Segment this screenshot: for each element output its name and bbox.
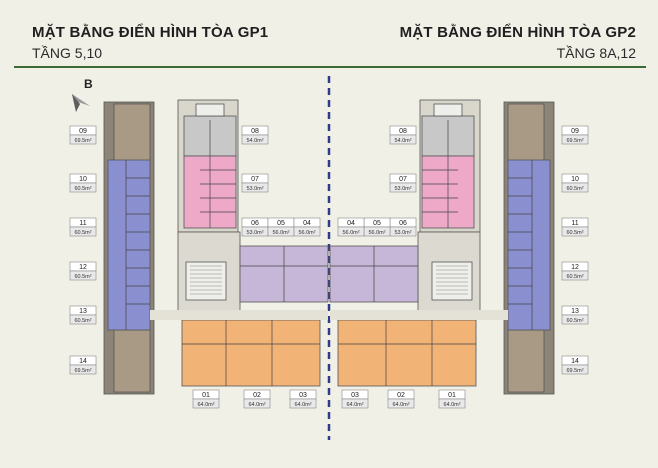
unit-area: 64.0m² xyxy=(248,402,265,408)
gp1-building xyxy=(103,99,329,395)
unit-tag-gp1-10: 10 60.5m² xyxy=(69,173,97,193)
unit-area: 60.5m² xyxy=(74,230,91,236)
unit-area: 53.0m² xyxy=(394,186,411,192)
unit-area: 60.5m² xyxy=(566,230,583,236)
unit-area: 53.0m² xyxy=(246,186,263,192)
header-divider xyxy=(14,66,646,68)
unit-code: 10 xyxy=(79,176,87,183)
unit-area: 60.5m² xyxy=(74,186,91,192)
unit-tag-gp1-12: 12 60.5m² xyxy=(69,261,97,281)
unit-code: 12 xyxy=(79,264,87,271)
unit-tag-gp2-02: 02 64.0m² xyxy=(387,389,415,409)
unit-area: 60.5m² xyxy=(566,274,583,280)
unit-code: 09 xyxy=(571,128,579,135)
unit-code: 02 xyxy=(397,392,405,399)
unit-tag-gp1-11: 11 60.5m² xyxy=(69,217,97,237)
unit-area: 56.0m² xyxy=(298,230,315,236)
unit-area: 60.5m² xyxy=(74,274,91,280)
unit-area: 60.5m² xyxy=(566,318,583,324)
compass-icon xyxy=(72,94,90,112)
unit-tag-gp2-10: 10 60.5m² xyxy=(561,173,589,193)
unit-code: 01 xyxy=(202,392,210,399)
unit-tag-gp1-06: 06 53.0m² xyxy=(241,217,269,237)
unit-area: 56.0m² xyxy=(342,230,359,236)
unit-area: 56.0m² xyxy=(368,230,385,236)
unit-tag-gp1-08: 08 54.0m² xyxy=(241,125,269,145)
gp2-floors: TẦNG 8A,12 xyxy=(556,45,636,61)
unit-code: 10 xyxy=(571,176,579,183)
gp2-building xyxy=(329,99,555,395)
unit-tag-gp2-04: 04 56.0m² xyxy=(337,217,365,237)
unit-code: 07 xyxy=(251,176,259,183)
unit-tag-gp2-12: 12 60.5m² xyxy=(561,261,589,281)
unit-tag-gp1-05: 05 56.0m² xyxy=(267,217,295,237)
unit-code: 06 xyxy=(399,220,407,227)
unit-code: 12 xyxy=(571,264,579,271)
unit-tag-gp2-09: 09 69.5m² xyxy=(561,125,589,145)
unit-tag-gp2-01: 01 64.0m² xyxy=(438,389,466,409)
unit-code: 05 xyxy=(373,220,381,227)
unit-tag-gp1-01: 01 64.0m² xyxy=(192,389,220,409)
unit-area: 64.0m² xyxy=(197,402,214,408)
unit-tag-gp2-07: 07 53.0m² xyxy=(389,173,417,193)
unit-tag-gp1-14: 14 69.5m² xyxy=(69,355,97,375)
unit-code: 03 xyxy=(351,392,359,399)
unit-code: 05 xyxy=(277,220,285,227)
unit-code: 13 xyxy=(79,308,87,315)
unit-area: 69.5m² xyxy=(74,138,91,144)
unit-tag-gp2-14: 14 69.5m² xyxy=(561,355,589,375)
unit-area: 64.0m² xyxy=(346,402,363,408)
unit-area: 69.5m² xyxy=(566,368,583,374)
unit-area: 56.0m² xyxy=(272,230,289,236)
unit-area: 53.0m² xyxy=(394,230,411,236)
unit-tag-gp1-02: 02 64.0m² xyxy=(243,389,271,409)
unit-tag-gp1-09: 09 69.5m² xyxy=(69,125,97,145)
unit-tag-gp1-13: 13 60.5m² xyxy=(69,305,97,325)
unit-area: 69.5m² xyxy=(74,368,91,374)
unit-tag-gp2-08: 08 54.0m² xyxy=(389,125,417,145)
unit-code: 09 xyxy=(79,128,87,135)
unit-area: 60.5m² xyxy=(74,318,91,324)
unit-code: 11 xyxy=(571,220,578,227)
unit-code: 02 xyxy=(253,392,261,399)
unit-tag-gp2-13: 13 60.5m² xyxy=(561,305,589,325)
unit-tag-gp2-06: 06 53.0m² xyxy=(389,217,417,237)
unit-area: 60.5m² xyxy=(566,186,583,192)
compass-label: B xyxy=(84,77,93,91)
unit-code: 08 xyxy=(251,128,259,135)
gp1-floors: TẦNG 5,10 xyxy=(32,45,103,61)
unit-code: 08 xyxy=(399,128,407,135)
unit-code: 14 xyxy=(571,358,579,365)
unit-code: 11 xyxy=(79,220,86,227)
unit-area: 54.0m² xyxy=(394,138,411,144)
unit-tag-gp1-04: 04 56.0m² xyxy=(293,217,321,237)
unit-area: 53.0m² xyxy=(246,230,263,236)
unit-code: 01 xyxy=(448,392,456,399)
unit-area: 64.0m² xyxy=(392,402,409,408)
gp2-title: MẶT BẰNG ĐIỂN HÌNH TÒA GP2 xyxy=(399,24,636,41)
unit-tag-gp2-03: 03 64.0m² xyxy=(341,389,369,409)
unit-code: 07 xyxy=(399,176,407,183)
unit-code: 13 xyxy=(571,308,579,315)
unit-code: 03 xyxy=(299,392,307,399)
unit-code: 06 xyxy=(251,220,259,227)
unit-area: 64.0m² xyxy=(294,402,311,408)
unit-code: 04 xyxy=(303,220,311,227)
gp1-title: MẶT BẰNG ĐIỂN HÌNH TÒA GP1 xyxy=(32,24,269,41)
unit-code: 14 xyxy=(79,358,87,365)
unit-tag-gp1-03: 03 64.0m² xyxy=(289,389,317,409)
unit-tag-gp1-07: 07 53.0m² xyxy=(241,173,269,193)
unit-tag-gp2-05: 05 56.0m² xyxy=(363,217,391,237)
unit-tag-gp2-11: 11 60.5m² xyxy=(561,217,589,237)
unit-code: 04 xyxy=(347,220,355,227)
unit-area: 64.0m² xyxy=(443,402,460,408)
unit-area: 69.5m² xyxy=(566,138,583,144)
unit-area: 54.0m² xyxy=(246,138,263,144)
